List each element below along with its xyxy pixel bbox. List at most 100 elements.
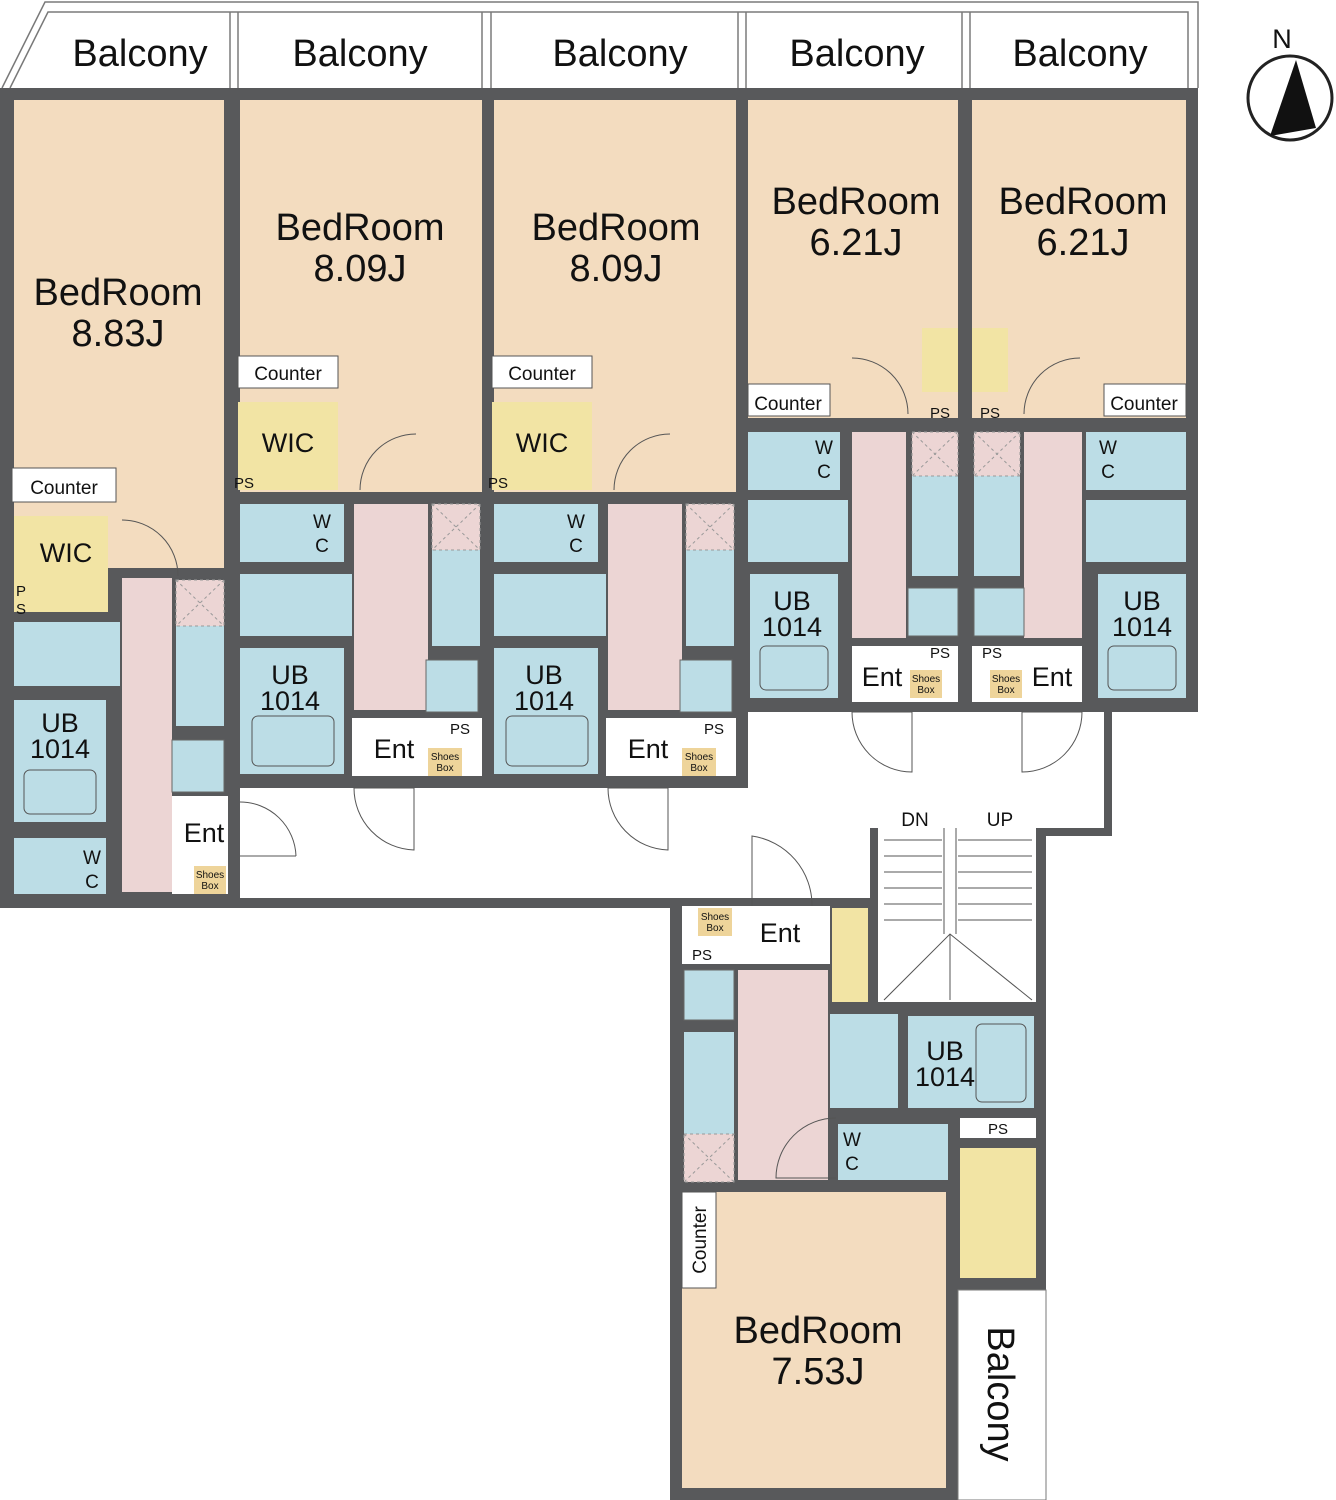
shoes-box-label: Shoes — [912, 674, 940, 685]
shoes-box-label: Box — [201, 881, 218, 892]
counter-label: Counter — [254, 364, 322, 385]
hall-3 — [608, 504, 682, 710]
ub-label: UB — [41, 708, 79, 738]
balcony-label: Balcony — [979, 1326, 1021, 1461]
hall-6 — [738, 970, 828, 1180]
counter-label: Counter — [508, 364, 576, 385]
ent-label: Ent — [1032, 662, 1073, 692]
bath-3 — [494, 648, 598, 774]
balcony-label: Balcony — [72, 33, 207, 75]
shoes-box-labels: Shoes Box Shoes Box Shoes Box Shoes Box … — [196, 674, 1020, 934]
ps-label: PS — [930, 405, 950, 422]
ub-label: UB — [926, 1036, 964, 1066]
wc-label: C — [1101, 462, 1115, 483]
counter-label: Counter — [754, 394, 822, 415]
ps-labels: P S PS PS PS PS PS PS PS PS PS PS — [16, 405, 1008, 1138]
toilet-3 — [494, 504, 598, 562]
ub-size: 1014 — [514, 686, 574, 716]
balcony-label: Balcony — [552, 33, 687, 75]
wic-label: WIC — [262, 428, 314, 458]
balcony-label: Balcony — [1012, 33, 1147, 75]
ub-size: 1014 — [915, 1062, 975, 1092]
shoes-box-label: Box — [690, 763, 707, 774]
balcony-label: Balcony — [292, 33, 427, 75]
wc-label: C — [817, 462, 831, 483]
washroom-3 — [494, 574, 606, 636]
wic-label: WIC — [516, 428, 568, 458]
shoes-box-label: Shoes — [685, 752, 713, 763]
wc-label: W — [1099, 438, 1117, 459]
ub-label: UB — [525, 660, 563, 690]
wc-label: W — [567, 512, 585, 533]
ps-label: PS — [930, 645, 950, 662]
ub-labels: UB 1014 UB 1014 UB 1014 UB 1014 UB 1014 … — [30, 586, 1172, 1092]
washroom-6 — [830, 1014, 898, 1108]
bedroom-6 — [682, 1192, 946, 1488]
room-size: 8.09J — [570, 248, 663, 290]
toilet-6 — [838, 1124, 948, 1180]
room-name: BedRoom — [999, 181, 1168, 223]
room-size: 6.21J — [1037, 222, 1130, 264]
wc-label: W — [815, 438, 833, 459]
counter-labels: Counter Counter Counter Counter Counter … — [30, 364, 1178, 1274]
ub-size: 1014 — [762, 612, 822, 642]
unit-5 — [972, 100, 1187, 773]
room-size: 7.53J — [772, 1351, 865, 1393]
closet-5 — [972, 328, 1008, 392]
counter-label: Counter — [1110, 394, 1178, 415]
shoes-box-label: Box — [706, 923, 723, 934]
unit-6 — [681, 835, 1047, 1500]
wic-label: WIC — [40, 538, 92, 568]
wc-label: W — [843, 1130, 861, 1151]
shoes-box-label: Shoes — [992, 674, 1020, 685]
toilet-5 — [1086, 432, 1186, 490]
ent-labels: Ent Ent Ent Ent Ent Ent — [184, 662, 1073, 948]
ps-label: PS — [980, 405, 1000, 422]
stairs — [883, 828, 1033, 1001]
wic-labels: WIC WIC WIC — [40, 428, 568, 568]
closet-6a — [832, 908, 868, 1002]
room-labels: BedRoom 8.83J BedRoom 8.09J BedRoom 8.09… — [34, 181, 1168, 1393]
ps-label: PS — [450, 721, 470, 738]
ub-size: 1014 — [1112, 612, 1172, 642]
hall-2 — [354, 504, 428, 710]
bath-4 — [750, 574, 838, 698]
shoes-box-label: Box — [917, 685, 934, 696]
ent-label: Ent — [760, 918, 801, 948]
hall-1 — [122, 578, 172, 892]
stairs-down-label: DN — [901, 810, 928, 831]
room-size: 8.83J — [72, 313, 165, 355]
ent-label: Ent — [184, 818, 225, 848]
unit-3 — [491, 100, 736, 851]
toilet-1 — [14, 838, 106, 894]
washroom-1 — [14, 622, 120, 686]
ent-label: Ent — [862, 662, 903, 692]
washroom-2 — [240, 574, 352, 636]
shoes-box-label: Box — [997, 685, 1014, 696]
ps-label: PS — [234, 475, 254, 492]
washroom-5 — [1086, 500, 1186, 562]
ent-label: Ent — [374, 734, 415, 764]
room-name: BedRoom — [34, 272, 203, 314]
toilet-2 — [240, 504, 344, 562]
shoes-box-label: Shoes — [431, 752, 459, 763]
wc-label: C — [569, 536, 583, 557]
ub-label: UB — [1123, 586, 1161, 616]
toilet-4 — [748, 432, 840, 490]
ps-label: P — [16, 583, 26, 600]
stairs-up-label: UP — [987, 810, 1013, 831]
room-name: BedRoom — [532, 207, 701, 249]
balcony-strip — [1, 1, 1199, 89]
wic-1 — [14, 516, 108, 612]
shoes-box-label: Shoes — [196, 870, 224, 881]
compass-north-label: N — [1272, 24, 1292, 54]
counter-label: Counter — [690, 1206, 711, 1274]
balcony-6 — [957, 1289, 1047, 1500]
shoes-box-label: Shoes — [701, 912, 729, 923]
ps-label: PS — [982, 645, 1002, 662]
ub-size: 1014 — [30, 734, 90, 764]
bath-6 — [908, 1016, 1034, 1108]
unit-1 — [11, 100, 297, 894]
room-name: BedRoom — [276, 207, 445, 249]
